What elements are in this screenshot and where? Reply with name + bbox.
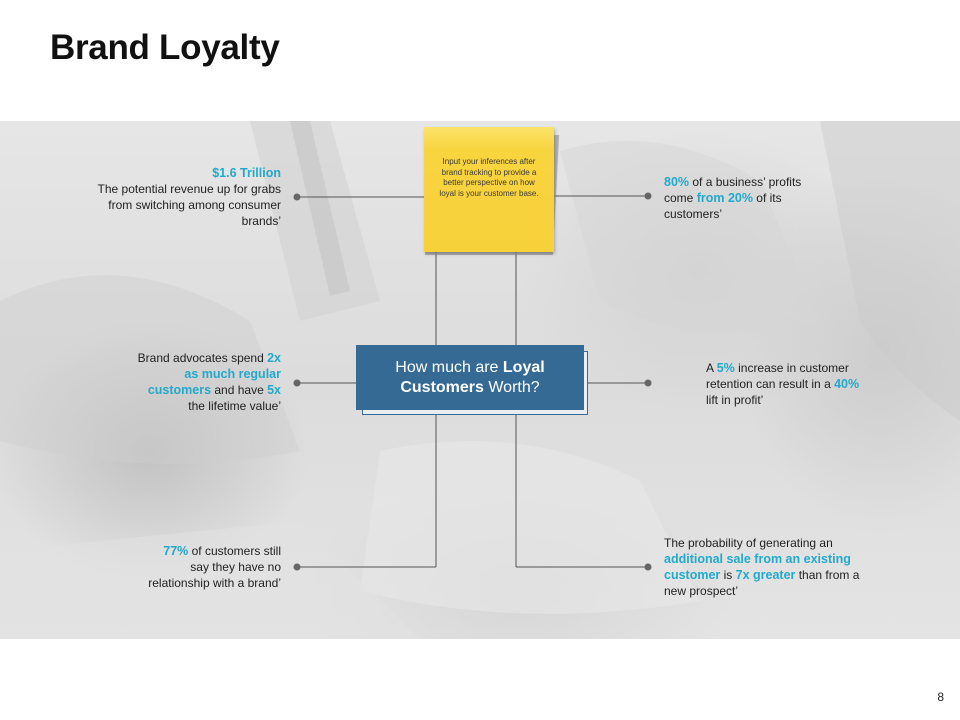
- stat-mid-left: Brand advocates spend 2x as much regular…: [137, 351, 281, 413]
- stat-text: brands’: [241, 214, 281, 228]
- connector-dot-top-right: [644, 192, 652, 200]
- sticky-note: Input your inferences after brand tracki…: [424, 127, 560, 255]
- stat-text: The potential revenue up for grabs: [97, 182, 281, 196]
- connector-dot-bottom-right: [644, 563, 652, 571]
- stat-highlight: $1.6 Trillion: [212, 166, 281, 180]
- connector-dot-top-left: [293, 193, 301, 201]
- stat-mid-right: A 5% increase in customer retention can …: [706, 361, 860, 407]
- stat-text: from switching among consumer: [108, 198, 281, 212]
- sticky-note-text: Input your inferences after brand tracki…: [439, 157, 539, 198]
- stat-bottom-left: 77% of customers still say they have no …: [148, 544, 281, 590]
- page-number: 8: [937, 690, 944, 704]
- stat-top-left: $1.6 Trillion The potential revenue up f…: [60, 165, 281, 229]
- connector-dot-mid-right: [644, 379, 652, 387]
- photo-texture: [0, 121, 960, 639]
- center-question-line-2: Customers Worth?: [400, 378, 540, 396]
- connector-dot-bottom-left: [293, 563, 301, 571]
- stat-bottom-right: The probability of generating an additio…: [664, 536, 860, 598]
- center-question-line-1: How much are Loyal: [395, 358, 545, 376]
- slide-title: Brand Loyalty: [50, 28, 280, 67]
- center-question-box: How much are Loyal Customers Worth?: [356, 345, 588, 415]
- stat-top-right: 80% of a business’ profits come from 20%…: [664, 175, 802, 221]
- connector-dot-mid-left: [293, 379, 301, 387]
